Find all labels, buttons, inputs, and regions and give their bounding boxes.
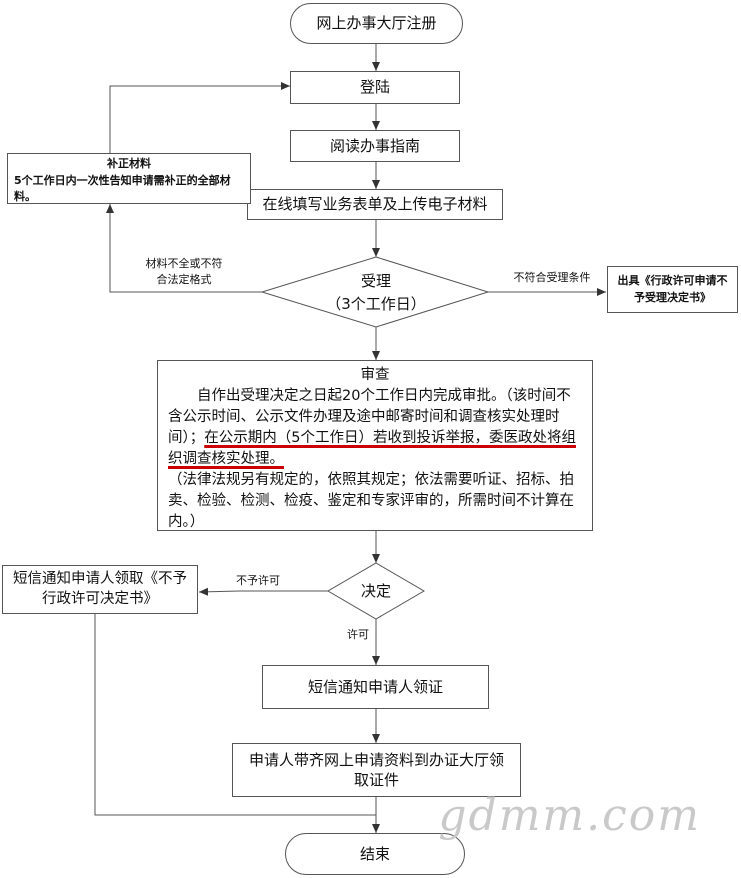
supplement-title: 补正材料 [107,157,151,170]
review-p1: 自作出受理决定之日起20个工作日内完成审批。（该时间不含公示时间、公示文件办理及… [168,388,571,447]
review-node: 审查 自作出受理决定之日起20个工作日内完成审批。（该时间不含公示时间、公示文件… [157,360,593,531]
fill-form-node: 在线填写业务表单及上传电子材料 [247,189,503,220]
accept-diamond [260,256,490,328]
sms-license-node: 短信通知申请人领证 [262,665,489,709]
edge-supplement-login [109,82,290,153]
login-node: 登陆 [290,71,460,104]
supplement-body: 5个工作日内一次性告知申请需补正的全部材料。 [14,173,231,204]
end-node: 结束 [285,833,465,875]
watermark: gdmm.com [438,790,701,841]
edge-accept-supplement [106,204,262,293]
guide-node: 阅读办事指南 [290,130,460,162]
accept-line2: （3个工作日） [326,294,426,313]
sms-deny-node: 短信通知申请人领取《不予行政许可决定书》 [2,565,198,614]
label-deny: 不予许可 [236,574,280,587]
accept-text: 受理 （3个工作日） [300,270,452,315]
review-title: 审查 [360,367,390,383]
start-node: 网上办事大厅注册 [290,3,463,44]
review-body: 自作出受理决定之日起20个工作日内完成审批。（该时间不含公示时间、公示文件办理及… [168,386,582,470]
accept-line1: 受理 [360,272,391,290]
supplement-node: 补正材料 5个工作日内一次性告知申请需补正的全部材料。 [7,153,251,204]
review-highlight: 在公示期内（5个工作日）若收到投诉举报，委医政处将组织调查核实处理。 [168,430,576,468]
decide-diamond [327,562,425,620]
decide-text: 决定 [360,582,391,600]
edge-decide-deny [198,587,328,596]
label-permit: 许可 [347,628,369,641]
label-incomplete: 材料不全或不符合法定格式 [145,257,223,286]
reject-doc-node: 出具《行政许可申请不予受理决定书》 [607,266,738,313]
label-not-eligible: 不符合受理条件 [513,271,591,284]
review-p2: （法律法规另有规定的，依照其规定；依法需要听证、招标、拍卖、检验、检测、检疫、鉴… [168,472,574,531]
collect-node: 申请人带齐网上申请资料到办证大厅领取证件 [232,743,521,797]
edge-deny-end [94,614,376,816]
